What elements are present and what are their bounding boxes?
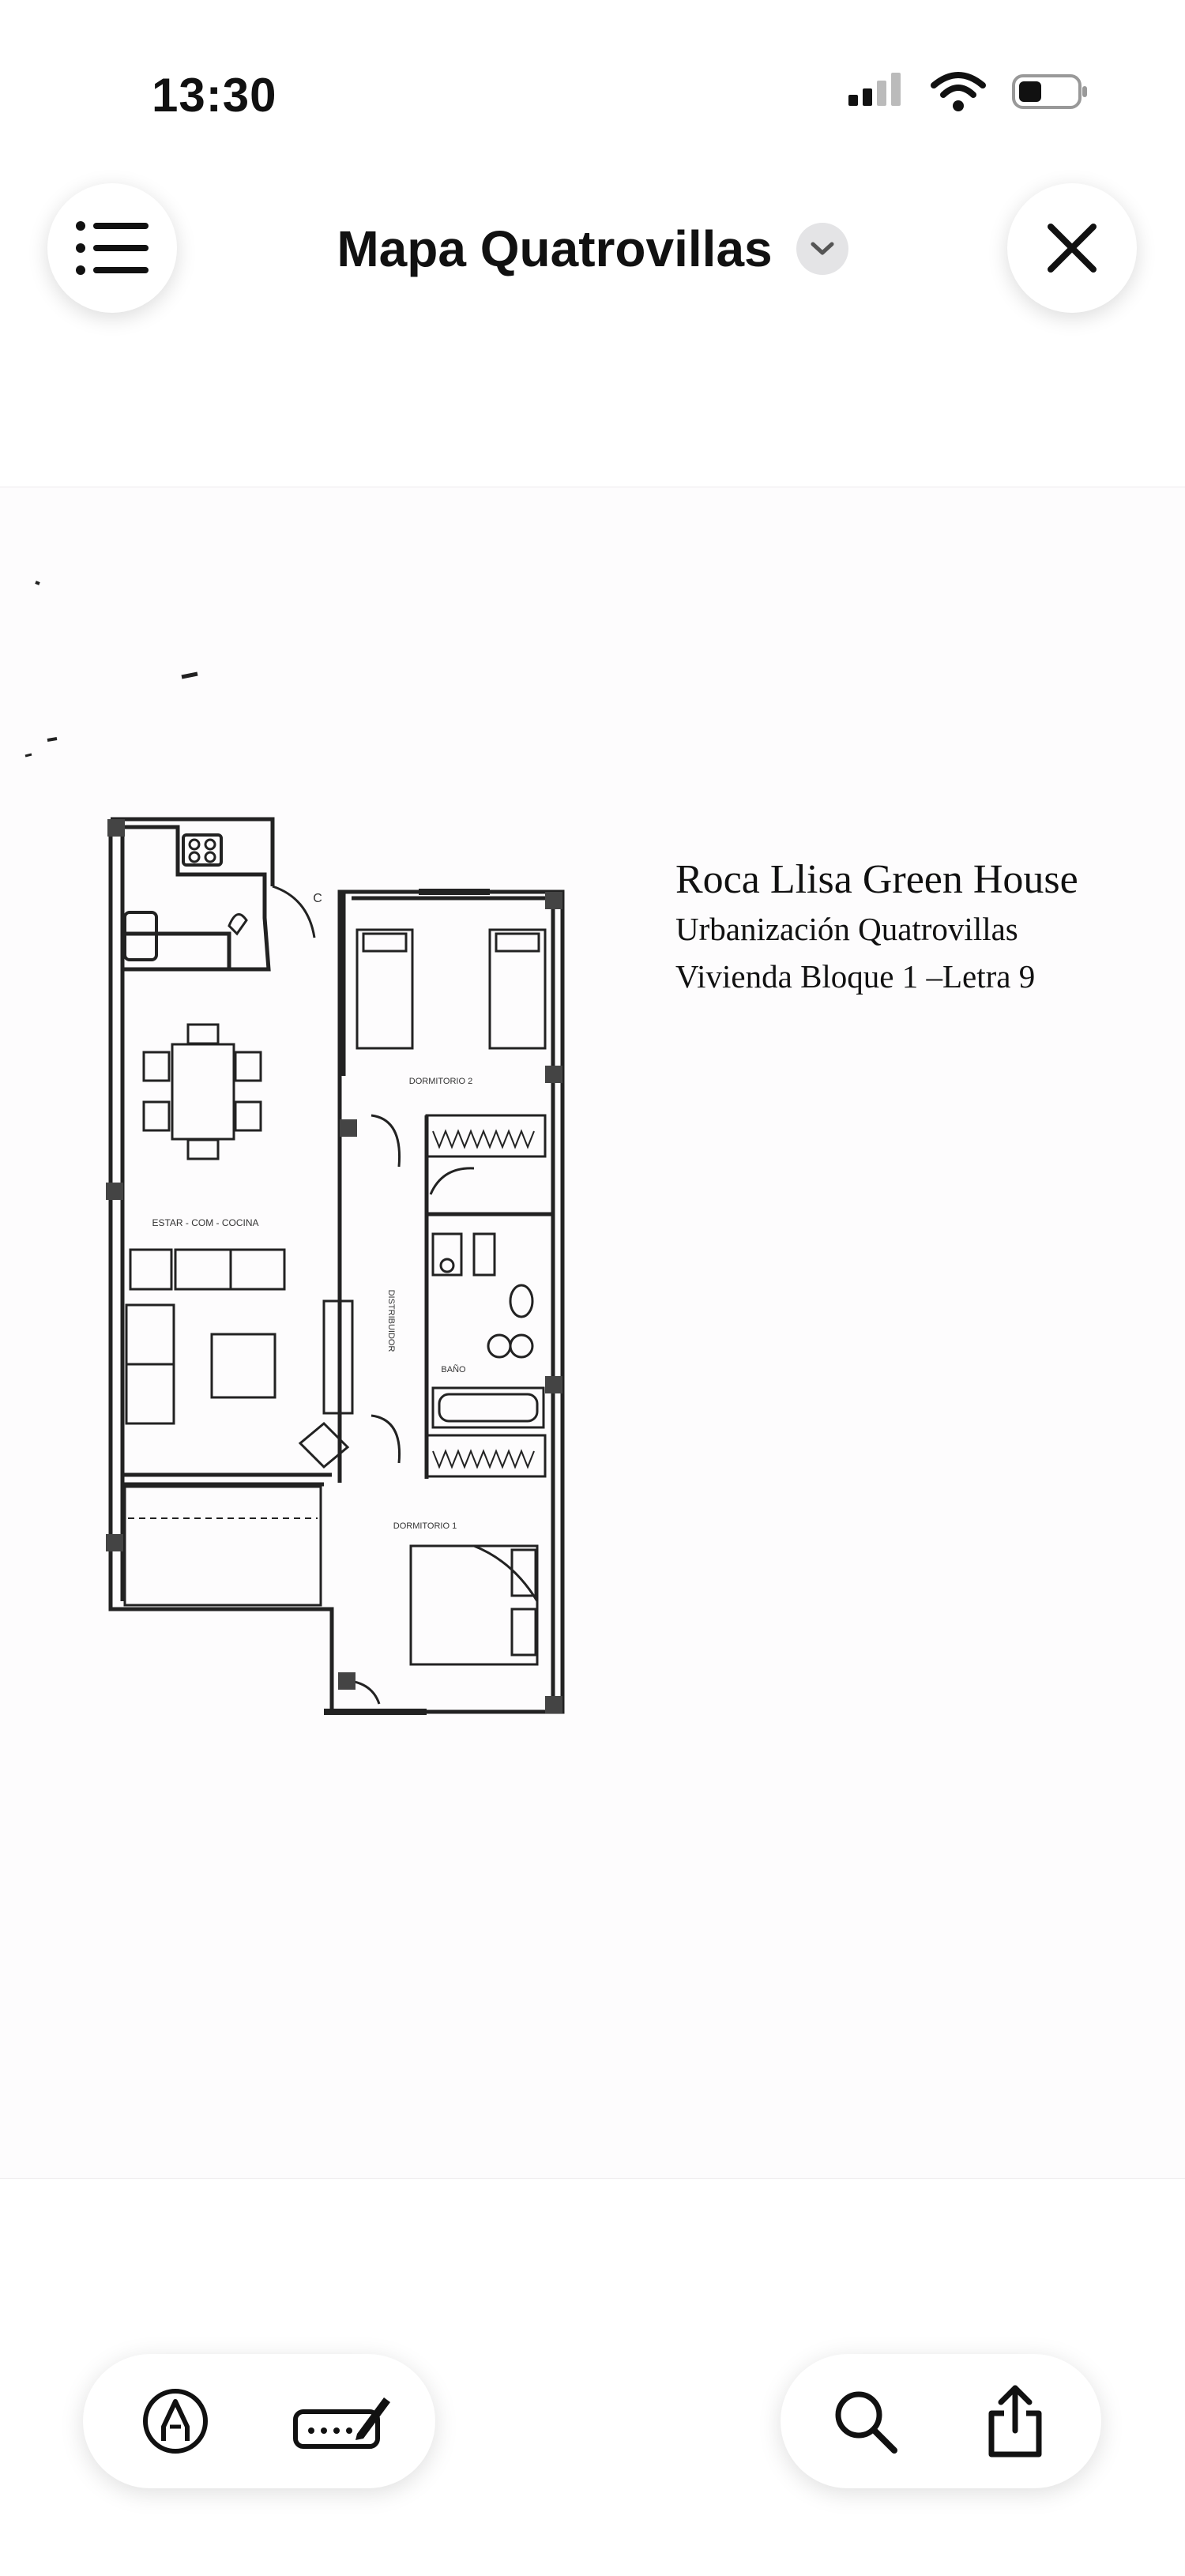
floor-plan: ESTAR - COM - COCINA DORMITORIO 2 DISTRI… <box>24 581 565 1715</box>
status-bar: 13:30 <box>0 0 1185 158</box>
status-icons <box>848 71 1090 112</box>
markup-button[interactable] <box>108 2354 243 2488</box>
chevron-down-icon <box>811 242 834 255</box>
project-title-line-3: Vivienda Bloque 1 –Letra 9 <box>675 958 1036 995</box>
room-label-bedroom1: DORMITORIO 1 <box>393 1521 457 1531</box>
title-menu-button[interactable] <box>796 223 848 275</box>
share-button[interactable] <box>948 2354 1082 2488</box>
actions-toolbar <box>781 2354 1101 2488</box>
room-label-living: ESTAR - COM - COCINA <box>152 1217 258 1228</box>
signature-icon <box>293 2397 390 2449</box>
room-label-door-c: C <box>313 892 322 905</box>
markup-toolbar <box>83 2354 435 2488</box>
wifi-icon <box>931 72 986 111</box>
document-title-bar: Mapa Quatrovillas <box>0 220 1185 278</box>
room-label-corridor: DISTRIBUIDOR <box>386 1290 396 1352</box>
project-title-line-1: Roca Llisa Green House <box>675 857 1078 902</box>
status-time: 13:30 <box>152 69 277 122</box>
outline-menu-button[interactable] <box>47 183 177 313</box>
project-title-line-2: Urbanización Quatrovillas <box>675 911 1018 947</box>
cellular-signal-icon <box>848 73 901 106</box>
list-icon <box>76 221 149 275</box>
markup-pen-icon <box>143 2389 208 2454</box>
search-button[interactable] <box>798 2354 932 2488</box>
room-label-bath: BAÑO <box>441 1364 466 1374</box>
signature-button[interactable] <box>271 2354 413 2488</box>
project-info: Roca Llisa Green House Urbanización Quat… <box>675 855 1078 1000</box>
share-icon <box>988 2385 1042 2458</box>
battery-icon <box>1012 74 1087 109</box>
room-label-bedroom2: DORMITORIO 2 <box>409 1077 472 1086</box>
close-icon <box>1048 224 1097 273</box>
document-page[interactable]: ESTAR - COM - COCINA DORMITORIO 2 DISTRI… <box>0 487 1185 2179</box>
document-title: Mapa Quatrovillas <box>337 220 773 277</box>
close-button[interactable] <box>1007 183 1137 313</box>
search-icon <box>835 2391 897 2454</box>
